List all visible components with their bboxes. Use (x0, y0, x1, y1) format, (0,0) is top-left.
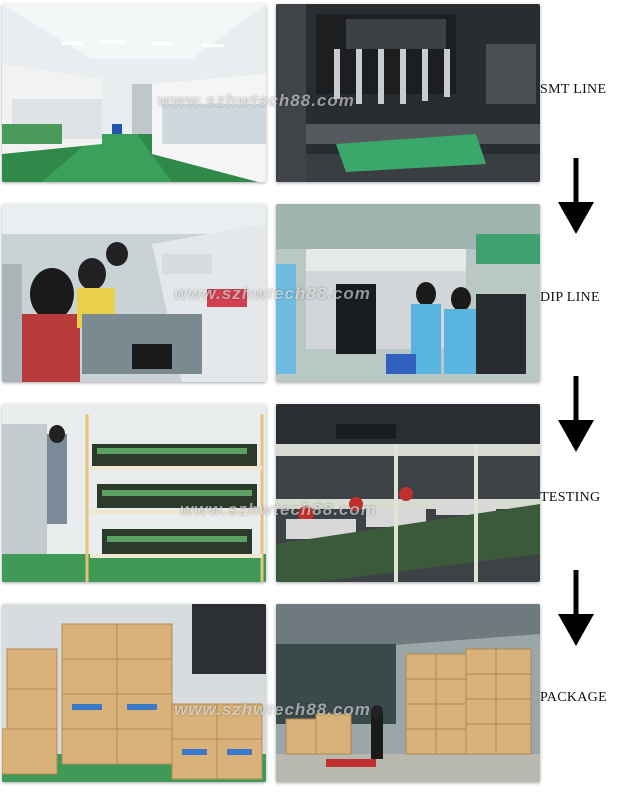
package-warehouse-image (276, 604, 540, 782)
down-arrow-icon (558, 570, 594, 646)
down-arrow-icon (558, 158, 594, 234)
stage-label-package: PACKAGE (540, 690, 607, 705)
dip-machine-image (276, 204, 540, 382)
smt-hall-image (2, 4, 266, 182)
package-boxes-image (2, 604, 266, 782)
stage-label-dip-line: DIP LINE (540, 290, 600, 305)
testing-racks-image (2, 404, 266, 582)
photo-testing-rack-shelves (2, 404, 266, 582)
smt-machine-image (276, 4, 540, 182)
photo-dip-assembly-workers (2, 204, 266, 382)
stage-label-testing: TESTING (540, 490, 601, 505)
stage-label-smt-line: SMT LINE (540, 82, 607, 97)
dip-workers-image (2, 204, 266, 382)
photo-testing-burn-in-line (276, 404, 540, 582)
testing-line-image (276, 404, 540, 582)
photo-smt-reflow-oven-hall (2, 4, 266, 182)
photo-dip-wave-solder-machine (276, 204, 540, 382)
photo-smt-pick-and-place-head (276, 4, 540, 182)
photo-package-boxes-room (2, 604, 266, 782)
photo-package-warehouse-pallets (276, 604, 540, 782)
down-arrow-icon (558, 376, 594, 452)
